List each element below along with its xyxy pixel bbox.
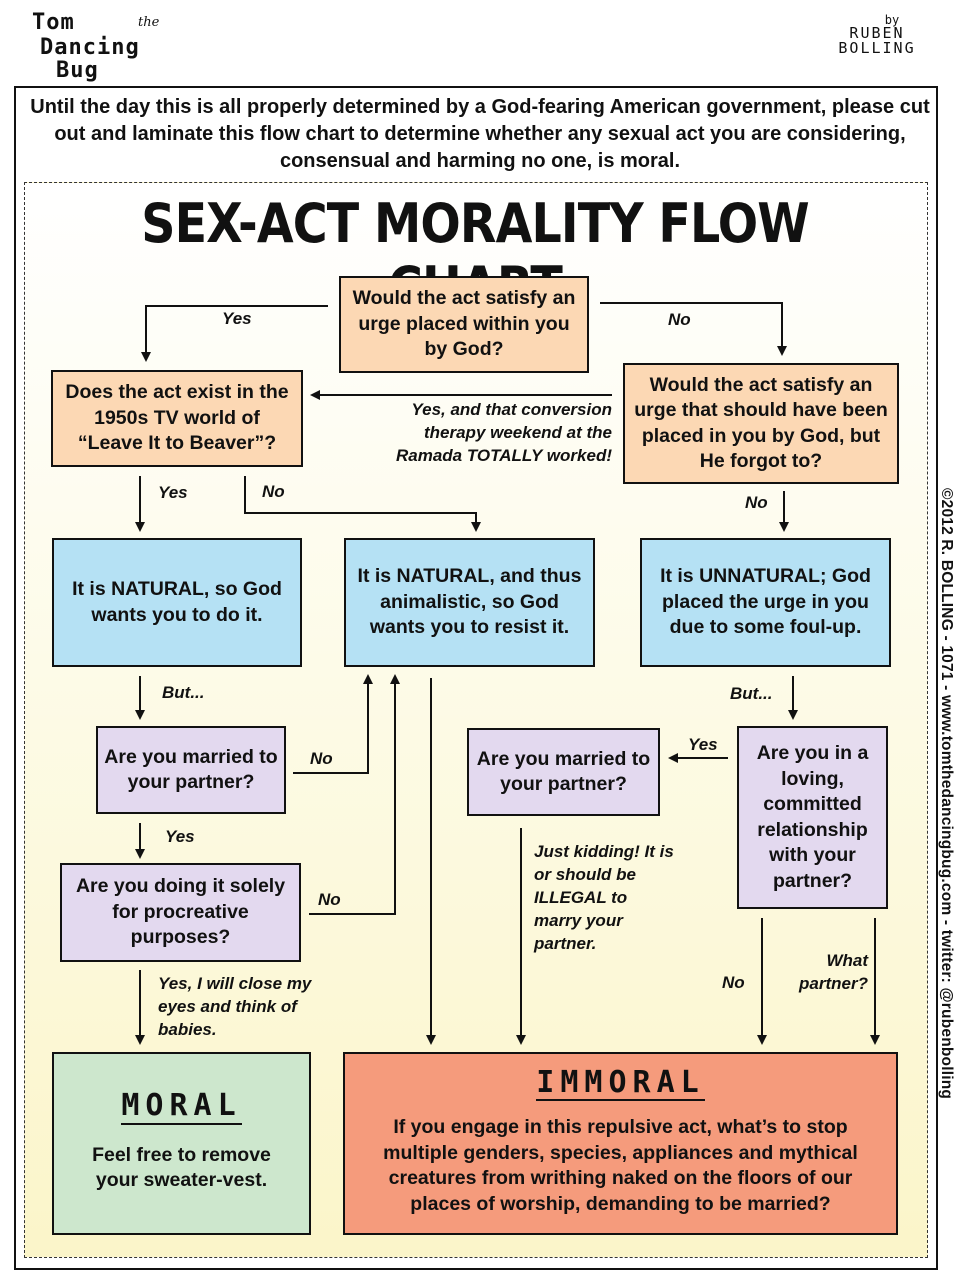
signature-first-name: RUBEN: [849, 24, 905, 42]
logo-word-tom: Tom: [32, 10, 75, 35]
label-no-married: No: [310, 749, 333, 768]
label-but-left: But...: [162, 683, 205, 702]
outcome-moral: MORAL Feel free to remove your sweater-v…: [52, 1052, 311, 1235]
logo-word-dancing: Dancing: [40, 35, 140, 60]
label-what-partner: What partner?: [799, 951, 868, 993]
outcome-moral-text: Feel free to remove your sweater-vest.: [92, 1143, 271, 1192]
node-loving-text: Are you in a loving, committed relations…: [756, 742, 869, 892]
node-married-left-text: Are you married to your partner?: [104, 745, 278, 794]
arrow-beaver-no: [244, 476, 481, 532]
label-yes-top: Yes: [222, 309, 252, 328]
label-yes-loving: Yes: [688, 735, 718, 754]
label-no-beaver: No: [262, 482, 285, 501]
node-forgot: Would the act satisfy an urge that shoul…: [623, 363, 899, 484]
node-unnatural: It is UNNATURAL; God placed the urge in …: [640, 538, 891, 667]
arrow-god-urge-yes: [141, 305, 328, 362]
arrow-god-urge-no: [600, 302, 787, 356]
tom-the-dancing-bug-logo: Tom the Dancing Bug: [30, 8, 200, 83]
signature-last-name: BOLLING: [838, 39, 916, 57]
node-loving: Are you in a loving, committed relations…: [737, 726, 888, 909]
arrow-married-no: [293, 674, 373, 774]
logo-word-the: the: [138, 15, 160, 30]
outcome-immoral-heading: IMMORAL: [536, 1064, 705, 1102]
node-married-right-text: Are you married to your partner?: [476, 747, 651, 796]
node-beaver-text: Does the act exist in the 1950s TV world…: [65, 381, 289, 455]
node-married-right: Are you married to your partner?: [467, 728, 660, 816]
label-no-top: No: [668, 310, 691, 329]
outcome-moral-heading: MORAL: [121, 1088, 242, 1125]
node-procreative-text: Are you doing it solely for procreative …: [75, 875, 286, 949]
node-procreative: Are you doing it solely for procreative …: [60, 863, 301, 962]
node-natural-do-text: It is NATURAL, so God wants you to do it…: [72, 578, 282, 626]
node-beaver: Does the act exist in the 1950s TV world…: [51, 370, 303, 467]
node-natural-resist: It is NATURAL, and thus animalistic, so …: [344, 538, 595, 667]
node-unnatural-text: It is UNNATURAL; God placed the urge in …: [660, 565, 871, 639]
label-conversion: Yes, and that conversion therapy weekend…: [395, 400, 612, 465]
signature-by: by: [884, 13, 900, 27]
label-yes-beaver: Yes: [158, 483, 188, 502]
outcome-immoral-text: If you engage in this repulsive act, wha…: [383, 1116, 858, 1215]
label-no-forgot: No: [745, 493, 768, 512]
arrow-procreative-no: [309, 674, 400, 915]
logo-word-bug: Bug: [56, 58, 99, 83]
label-just-kidding: Just kidding! It is or should be ILLEGAL…: [534, 842, 674, 953]
outcome-immoral: IMMORAL If you engage in this repulsive …: [343, 1052, 898, 1235]
node-natural-resist-text: It is NATURAL, and thus animalistic, so …: [357, 565, 582, 639]
intro-text: Until the day this is all properly deter…: [30, 96, 930, 172]
label-but-right: But...: [730, 684, 773, 703]
node-natural-do: It is NATURAL, so God wants you to do it…: [52, 538, 302, 667]
node-forgot-text: Would the act satisfy an urge that shoul…: [634, 373, 888, 473]
node-god-urge-text: Would the act satisfy an urge placed wit…: [352, 287, 576, 361]
label-no-loving: No: [722, 973, 745, 992]
label-yes-babies: Yes, I will close my eyes and think of b…: [158, 974, 312, 1039]
node-god-urge: Would the act satisfy an urge placed wit…: [339, 276, 589, 373]
node-married-left: Are you married to your partner?: [96, 726, 286, 814]
label-no-procreative: No: [318, 890, 341, 909]
label-yes-married: Yes: [165, 827, 195, 846]
copyright-credit: ©2012 R. BOLLING - 1071 - www.tomthedanc…: [938, 488, 955, 1100]
author-signature: by RUBEN BOLLING: [822, 14, 932, 69]
